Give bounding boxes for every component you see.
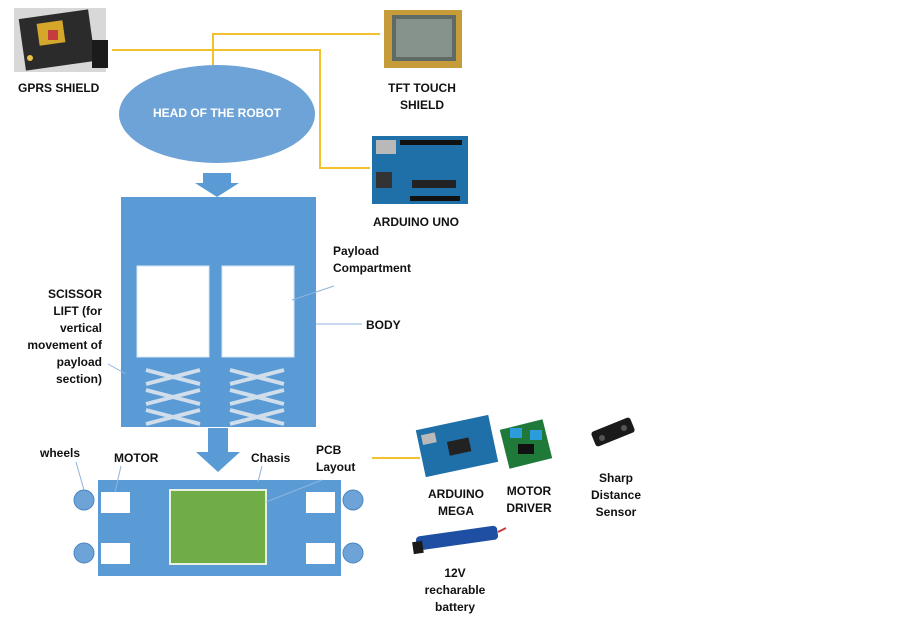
gprs-shield-image [14, 8, 108, 72]
leader-lines [75, 285, 362, 503]
connector-tft-head [212, 33, 380, 50]
scissor-lift [145, 368, 285, 426]
label-arduino-uno: ARDUINO UNO [373, 215, 459, 229]
motor-front-left [101, 492, 130, 513]
label-head: HEAD OF THE ROBOT [153, 106, 281, 120]
pcb-board [169, 489, 267, 565]
label-arduino-mega: ARDUINO MEGA [428, 487, 484, 518]
label-payload-compartment: Payload Compartment [333, 244, 412, 275]
label-gprs-shield: GPRS SHIELD [18, 81, 100, 95]
label-wheels: wheels [40, 446, 81, 460]
label-body: BODY [366, 318, 401, 332]
arrow-body-to-chassis [196, 428, 240, 472]
wheel-front-left [73, 489, 95, 511]
motor-rear-left [101, 543, 130, 564]
label-motor-driver: MOTOR DRIVER [506, 484, 552, 515]
label-battery: 12V recharable battery [424, 566, 486, 614]
tft-shield-image [384, 10, 462, 68]
wheel-front-right [342, 489, 364, 511]
label-sharp-sensor: Sharp Distance Sensor [590, 471, 642, 519]
motor-driver-image [499, 419, 553, 469]
payload-compartment-right [221, 265, 295, 358]
head-ellipse [119, 65, 315, 163]
motor-rear-right [306, 543, 335, 564]
arduino-mega-image [415, 414, 499, 478]
sharp-sensor-image [591, 417, 635, 447]
label-pcb-layout: PCB Layout [316, 443, 356, 474]
arrow-head-to-body [195, 173, 239, 197]
payload-compartment-left [136, 265, 210, 358]
battery-image [412, 525, 507, 555]
label-motor: MOTOR [114, 451, 159, 465]
connector-uno-head [213, 49, 370, 169]
label-tft-touch-shield: TFT TOUCH SHIELD [388, 81, 456, 112]
wheel-rear-left [73, 542, 95, 564]
motor-front-right [306, 492, 335, 513]
arduino-uno-image [372, 136, 468, 204]
wheel-rear-right [342, 542, 364, 564]
label-scissor-lift: SCISSOR LIFT (for vertical movement of p… [27, 287, 102, 386]
label-chasis: Chasis [251, 451, 291, 465]
